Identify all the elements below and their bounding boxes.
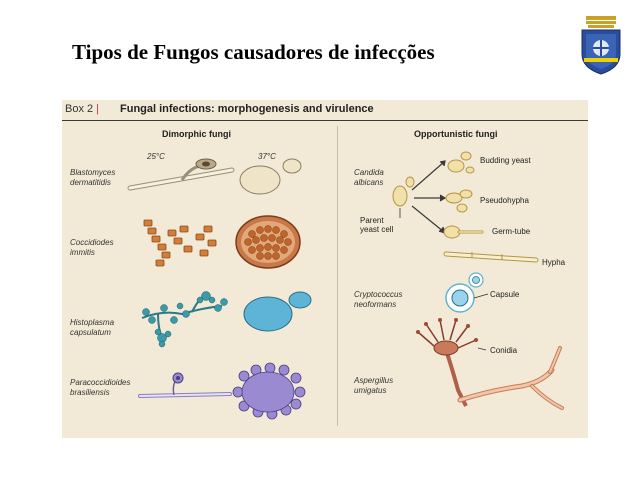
- fungi-illustrations: [127, 151, 564, 420]
- opportunistic-fungi-title: Opportunistic fungi: [414, 129, 498, 139]
- section-divider: [337, 126, 338, 426]
- conidia-label: Conidia: [490, 346, 518, 355]
- dimorphic-fungi-title: Dimorphic fungi: [162, 129, 231, 139]
- candida-hypha: [443, 251, 539, 263]
- blastomyces-yeast: [239, 158, 302, 195]
- temperature-25c-label: 25°C: [147, 152, 165, 161]
- temperature-37c-label: 37°C: [258, 152, 276, 161]
- candida-budding-yeast: [447, 151, 475, 174]
- blastomyces-mold: [127, 158, 235, 191]
- hypha-label: Hypha: [542, 258, 566, 267]
- budding-yeast-label: Budding yeast: [480, 156, 531, 165]
- histoplasma-mold: [141, 291, 228, 348]
- university-crest-icon: [581, 16, 621, 75]
- crest-crown: [586, 16, 616, 28]
- coccidioides-arthroconidia: [143, 219, 217, 267]
- slide-title: Tipos de Fungos causadores de infecções: [72, 40, 435, 64]
- panel-header: Box 2| Fungal infections: morphogenesis …: [62, 100, 588, 121]
- box-label: Box 2|: [65, 103, 99, 115]
- capsule-label: Capsule: [490, 290, 520, 299]
- candida-arrows: [411, 160, 447, 234]
- paracoccidioides-mold: [138, 372, 232, 398]
- pseudohypha-label: Pseudohypha: [480, 196, 529, 205]
- candida-germ-tube: [443, 225, 484, 239]
- histoplasma-yeast: [243, 291, 312, 332]
- germ-tube-label: Germ-tube: [492, 227, 531, 236]
- coccidioides-spherule: [235, 215, 301, 269]
- fungal-infections-panel: Box 2| Fungal infections: morphogenesis …: [62, 100, 588, 438]
- paracoccidioides-yeast: [232, 362, 306, 420]
- aspergillus-conidiophore: [416, 318, 564, 410]
- candida-parent-yeast: [392, 176, 415, 218]
- aspergillus-conidia: [417, 319, 477, 349]
- box-title: Fungal infections: morphogenesis and vir…: [120, 103, 374, 115]
- cryptococcus-capsule: [445, 272, 489, 313]
- candida-pseudohypha: [445, 189, 473, 213]
